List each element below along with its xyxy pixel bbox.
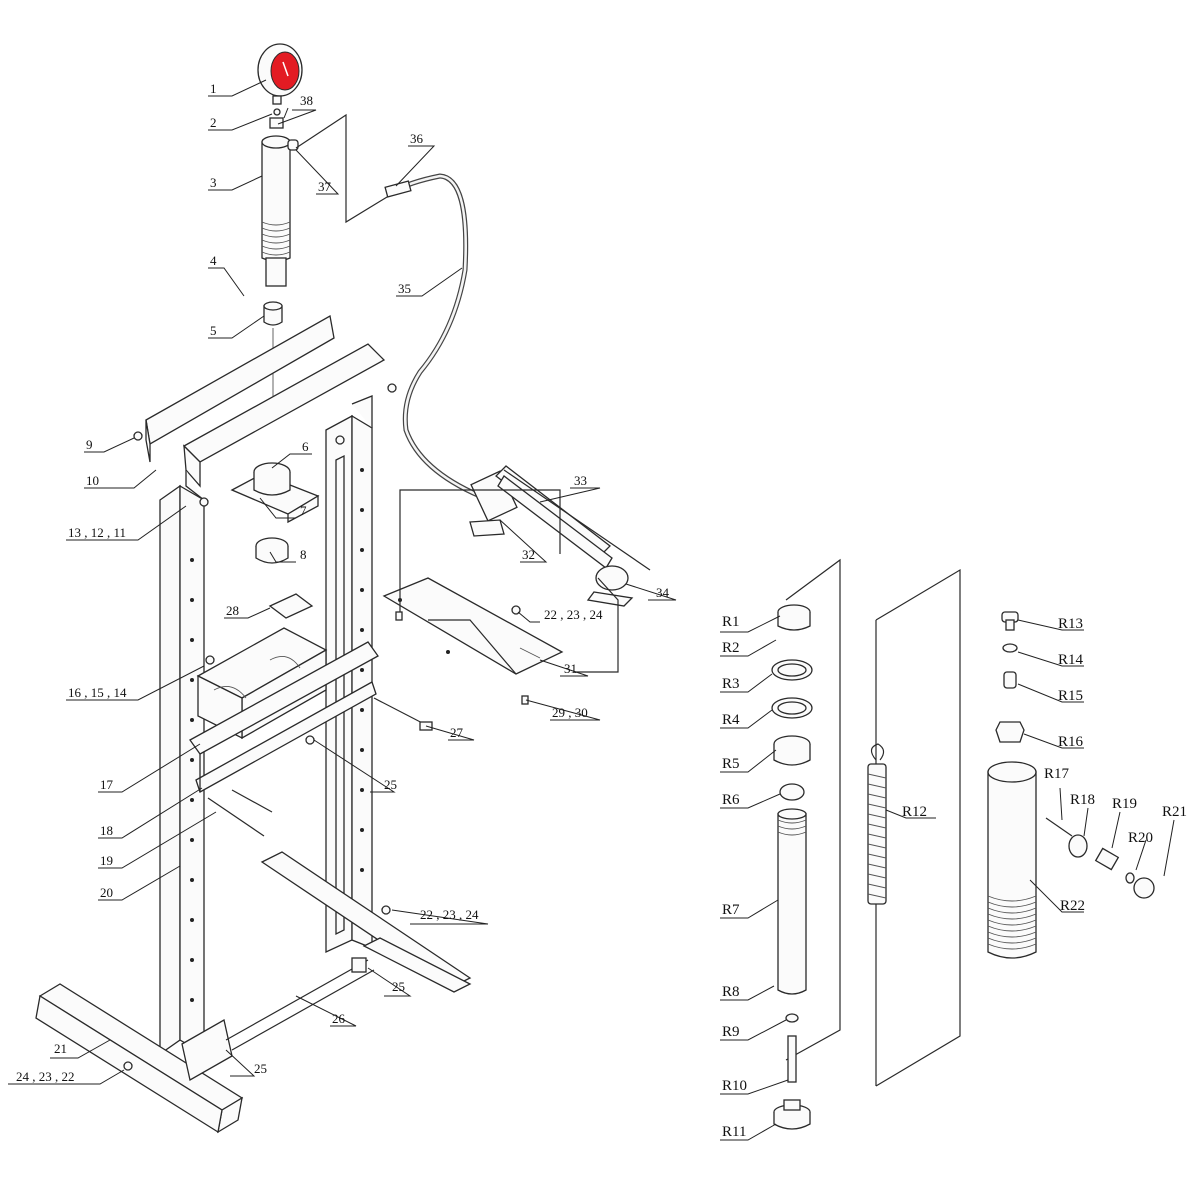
callout-R12: R12 xyxy=(902,804,928,820)
callout-4: 4 xyxy=(210,253,217,268)
callout-38: 38 xyxy=(300,93,313,108)
hydraulic-hose xyxy=(384,173,483,499)
callout-R19: R19 xyxy=(1112,796,1138,812)
callout-R22: R22 xyxy=(1060,898,1086,914)
callout-25-mid: 25 xyxy=(384,777,397,792)
callout-27: 27 xyxy=(450,725,463,740)
gauge-face-highlight xyxy=(270,51,300,91)
ram-cylinder xyxy=(261,135,299,287)
callout-17: 17 xyxy=(100,777,113,792)
cylinder-assembly xyxy=(771,558,1155,1130)
callout-R5: R5 xyxy=(722,756,740,772)
callout-R1: R1 xyxy=(722,614,740,630)
callout-29-30: 29 , 30 xyxy=(552,705,588,720)
lower-crossbeam xyxy=(189,641,433,837)
callout-R17: R17 xyxy=(1044,766,1070,782)
callout-34: 34 xyxy=(656,585,669,600)
press-frame xyxy=(145,314,386,1056)
callout-R6: R6 xyxy=(722,792,740,808)
callout-1: 1 xyxy=(210,81,217,96)
callout-19: 19 xyxy=(100,853,113,868)
callout-37: 37 xyxy=(318,179,331,194)
callout-5: 5 xyxy=(210,323,217,338)
callout-R4: R4 xyxy=(722,712,740,728)
callout-35: 35 xyxy=(398,281,411,296)
callout-33: 33 xyxy=(574,473,587,488)
callout-R14: R14 xyxy=(1058,652,1084,668)
callout-R16: R16 xyxy=(1058,734,1084,750)
callout-R8: R8 xyxy=(722,984,740,1000)
callout-7: 7 xyxy=(300,503,307,518)
callout-21: 21 xyxy=(54,1041,67,1056)
callout-9: 9 xyxy=(86,437,93,452)
callout-R15: R15 xyxy=(1058,688,1084,704)
callout-25-bottom: 25 xyxy=(254,1061,267,1076)
callout-R11: R11 xyxy=(722,1124,747,1140)
callout-32: 32 xyxy=(522,547,535,562)
hand-pump xyxy=(469,465,651,607)
saddle xyxy=(263,301,283,326)
callout-28: 28 xyxy=(226,603,239,618)
callout-31: 31 xyxy=(564,661,577,676)
callout-36: 36 xyxy=(410,131,423,146)
callout-6: 6 xyxy=(302,439,309,454)
leader-lines xyxy=(8,79,1175,1141)
pressure-gauge xyxy=(257,43,303,97)
base-feet xyxy=(35,937,472,1134)
callout-13-12-11: 13 , 12 , 11 xyxy=(68,525,127,540)
callout-24-23-22: 24 , 23 , 22 xyxy=(16,1069,75,1084)
callout-R13: R13 xyxy=(1058,616,1084,632)
callout-18: 18 xyxy=(100,823,113,838)
callout-R3: R3 xyxy=(722,676,740,692)
callout-R9: R9 xyxy=(722,1024,740,1040)
callout-R20: R20 xyxy=(1128,830,1154,846)
callout-16-15-14: 16 , 15 , 14 xyxy=(68,685,127,700)
gauge-fitting xyxy=(269,95,284,129)
callout-R18: R18 xyxy=(1070,792,1096,808)
callout-26: 26 xyxy=(332,1011,345,1026)
callout-25-right: 25 xyxy=(392,979,405,994)
callout-22-23-24-bottom: 22 , 23 , 24 xyxy=(420,907,479,922)
bolts xyxy=(123,383,521,1071)
callout-R21: R21 xyxy=(1162,804,1188,820)
callout-22-23-24-top: 22 , 23 , 24 xyxy=(544,607,603,622)
pump-mount-plate xyxy=(382,577,564,675)
callout-2: 2 xyxy=(210,115,217,130)
callout-8: 8 xyxy=(300,547,307,562)
callout-10: 10 xyxy=(86,473,99,488)
callout-R7: R7 xyxy=(722,902,740,918)
ram-mount xyxy=(230,462,320,564)
callout-R10: R10 xyxy=(722,1078,748,1094)
callout-3: 3 xyxy=(210,175,217,190)
callout-20: 20 xyxy=(100,885,113,900)
callout-R2: R2 xyxy=(722,640,740,656)
